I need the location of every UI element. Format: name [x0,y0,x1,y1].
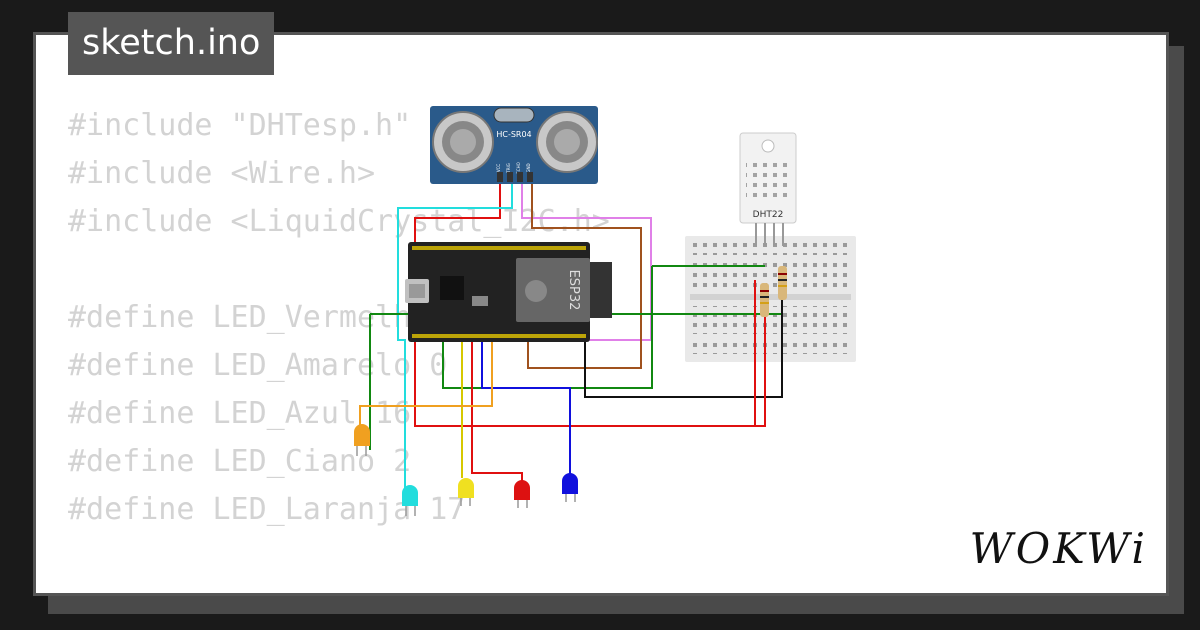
pin-label: TRIG [506,163,511,174]
file-tab[interactable]: sketch.ino [68,12,275,75]
code-preview: #include "DHTesp.h" #include <Wire.h> #i… [68,102,610,534]
resistor[interactable] [760,283,769,317]
pin-label: VCC [496,164,501,173]
led-blue[interactable] [562,473,578,502]
led-red[interactable] [514,480,530,508]
led-cyan[interactable] [402,485,418,516]
code-line: #define LED_Vermelho 5 [68,300,466,335]
wire-black-gnd [584,270,783,398]
breadboard[interactable] [685,236,856,362]
code-line: #include <Wire.h> [68,156,376,191]
sensor-label: DHT22 [753,210,784,220]
wire-red-vcc [414,178,501,244]
ultrasonic-label: HC-SR04 [496,130,531,139]
wire-orange-led [359,340,493,428]
code-line: #include "DHTesp.h" [68,108,412,143]
led-yellow[interactable] [458,478,474,506]
wire-red-power [414,300,766,427]
code-line: #define LED_Amarelo 0 [68,348,448,383]
led-orange[interactable] [354,424,370,456]
code-line: #define LED_Laranja 17 [68,492,466,527]
resistor[interactable] [778,266,787,300]
ultrasonic-sensor[interactable]: HC-SR04 VCC TRIG ECHO GND [430,106,598,184]
wire-blue-led [481,340,571,478]
wokwi-logo: WOKWi [969,524,1148,573]
wire-pink-echo [521,178,652,341]
code-line: #define LED_Ciano 2 [68,444,412,479]
wire-brown-gnd [527,178,642,369]
esp32-board[interactable]: ESP32 [405,242,612,342]
pin-label: ECHO [516,162,521,173]
dht22-sensor[interactable]: DHT22 [739,132,797,246]
wire-cyan-trig [397,178,513,488]
code-line: #define LED_Azul 16 [68,396,412,431]
pin-label: GND [526,163,531,172]
code-line: #include <LiquidCrystal_I2C.h> [68,204,610,239]
mcu-label: ESP32 [566,270,581,311]
